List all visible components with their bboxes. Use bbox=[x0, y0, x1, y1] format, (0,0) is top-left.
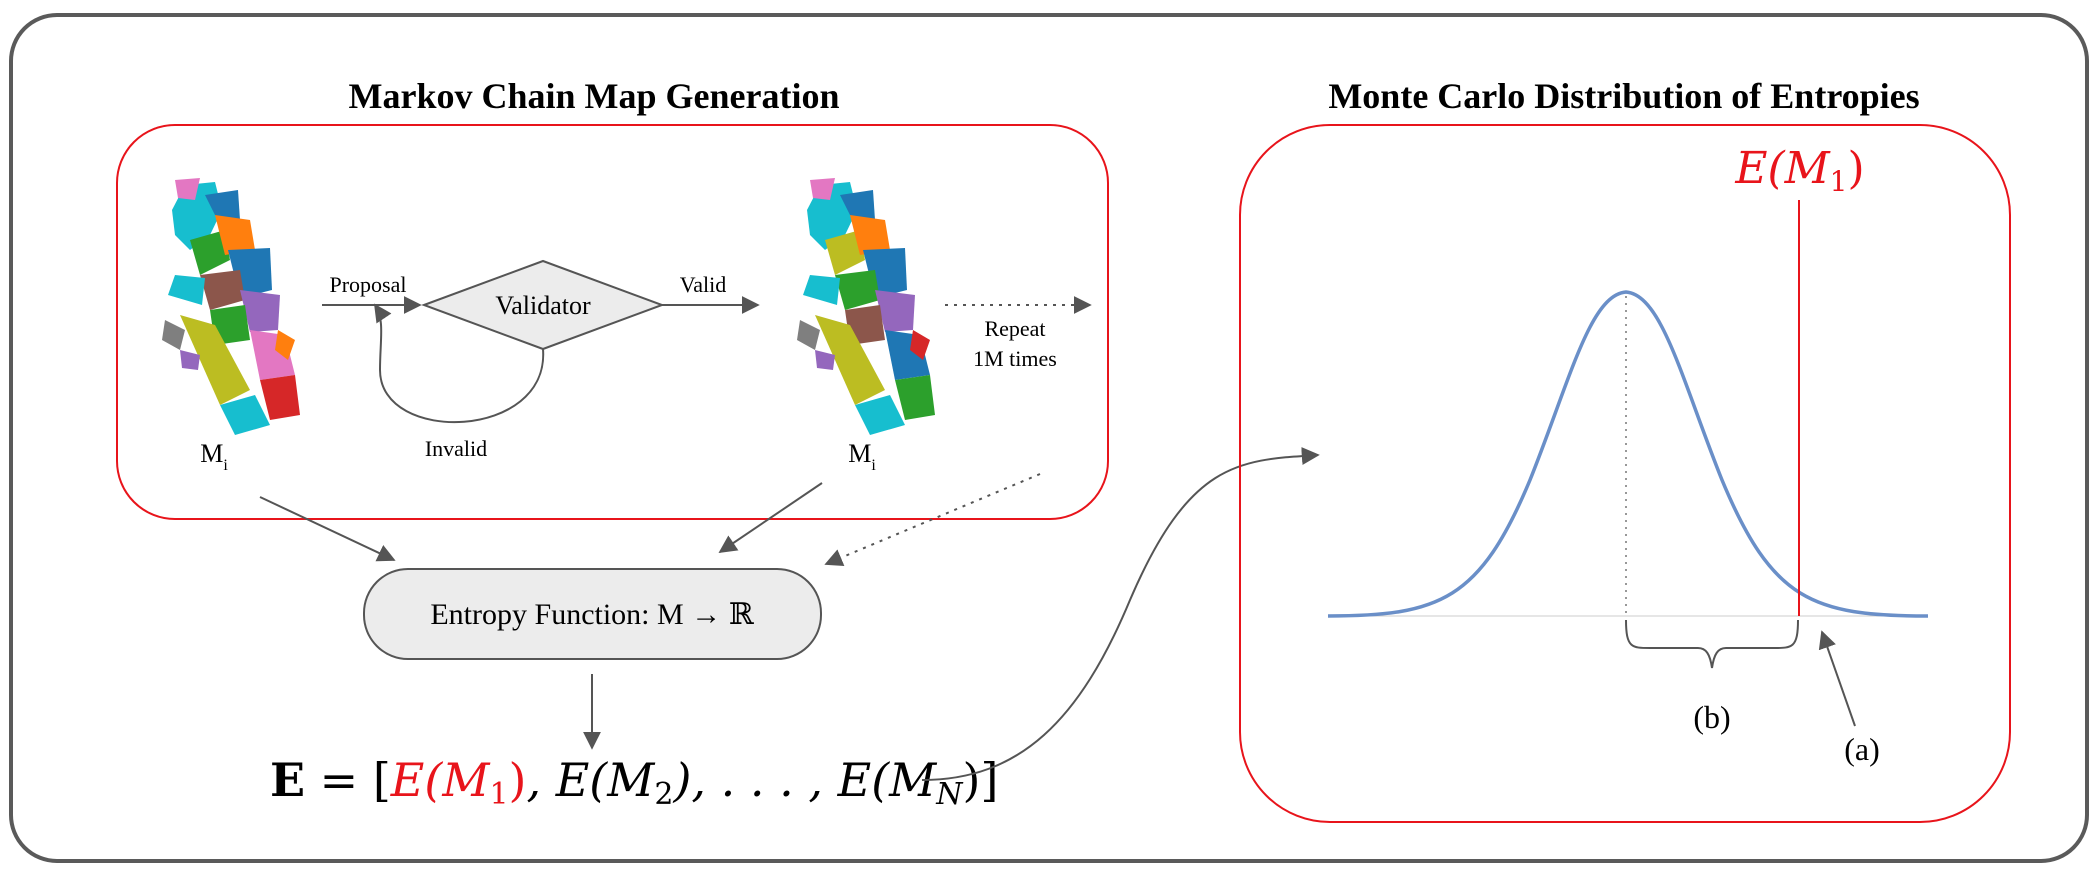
district-map-right bbox=[797, 178, 935, 435]
repeat-label-line1: Repeat bbox=[984, 316, 1045, 341]
entropy-function-label: Entropy Function: M → ℝ bbox=[430, 598, 754, 631]
proposal-label: Proposal bbox=[330, 272, 407, 297]
right-panel-title: Monte Carlo Distribution of Entropies bbox=[1328, 76, 1919, 116]
repeat-label-line2: 1M times bbox=[973, 346, 1057, 371]
map-label-right: Mi bbox=[848, 439, 876, 474]
arrow-left-map-to-entropy bbox=[259, 496, 396, 562]
distance-brace bbox=[1625, 619, 1799, 669]
arrow-formula-to-distribution bbox=[921, 447, 1320, 781]
label-a: (a) bbox=[1844, 731, 1880, 767]
label-a-arrow bbox=[1818, 630, 1856, 727]
entropy-function-box bbox=[363, 568, 822, 660]
arrow-repeat-to-entropy bbox=[824, 473, 1041, 567]
observed-value-label: E(M1) bbox=[1734, 143, 1864, 198]
map-label-left: Mi bbox=[200, 439, 228, 474]
outer-frame bbox=[9, 13, 2089, 863]
district-map-left bbox=[162, 178, 300, 435]
valid-label: Valid bbox=[680, 272, 726, 297]
validator-label: Validator bbox=[495, 291, 591, 320]
invalid-label: Invalid bbox=[425, 436, 487, 461]
label-b: (b) bbox=[1693, 699, 1730, 735]
entropy-vector-formula: E = [E(M1), E(M2), . . . , E(MN)] bbox=[270, 753, 998, 812]
distribution-curve bbox=[1327, 290, 1929, 618]
arrow-right-map-to-entropy bbox=[718, 482, 823, 554]
left-panel-title: Markov Chain Map Generation bbox=[349, 76, 840, 116]
markov-chain-box bbox=[116, 124, 1109, 520]
invalid-loop-arrow bbox=[374, 303, 545, 424]
distribution-box bbox=[1239, 124, 2011, 823]
